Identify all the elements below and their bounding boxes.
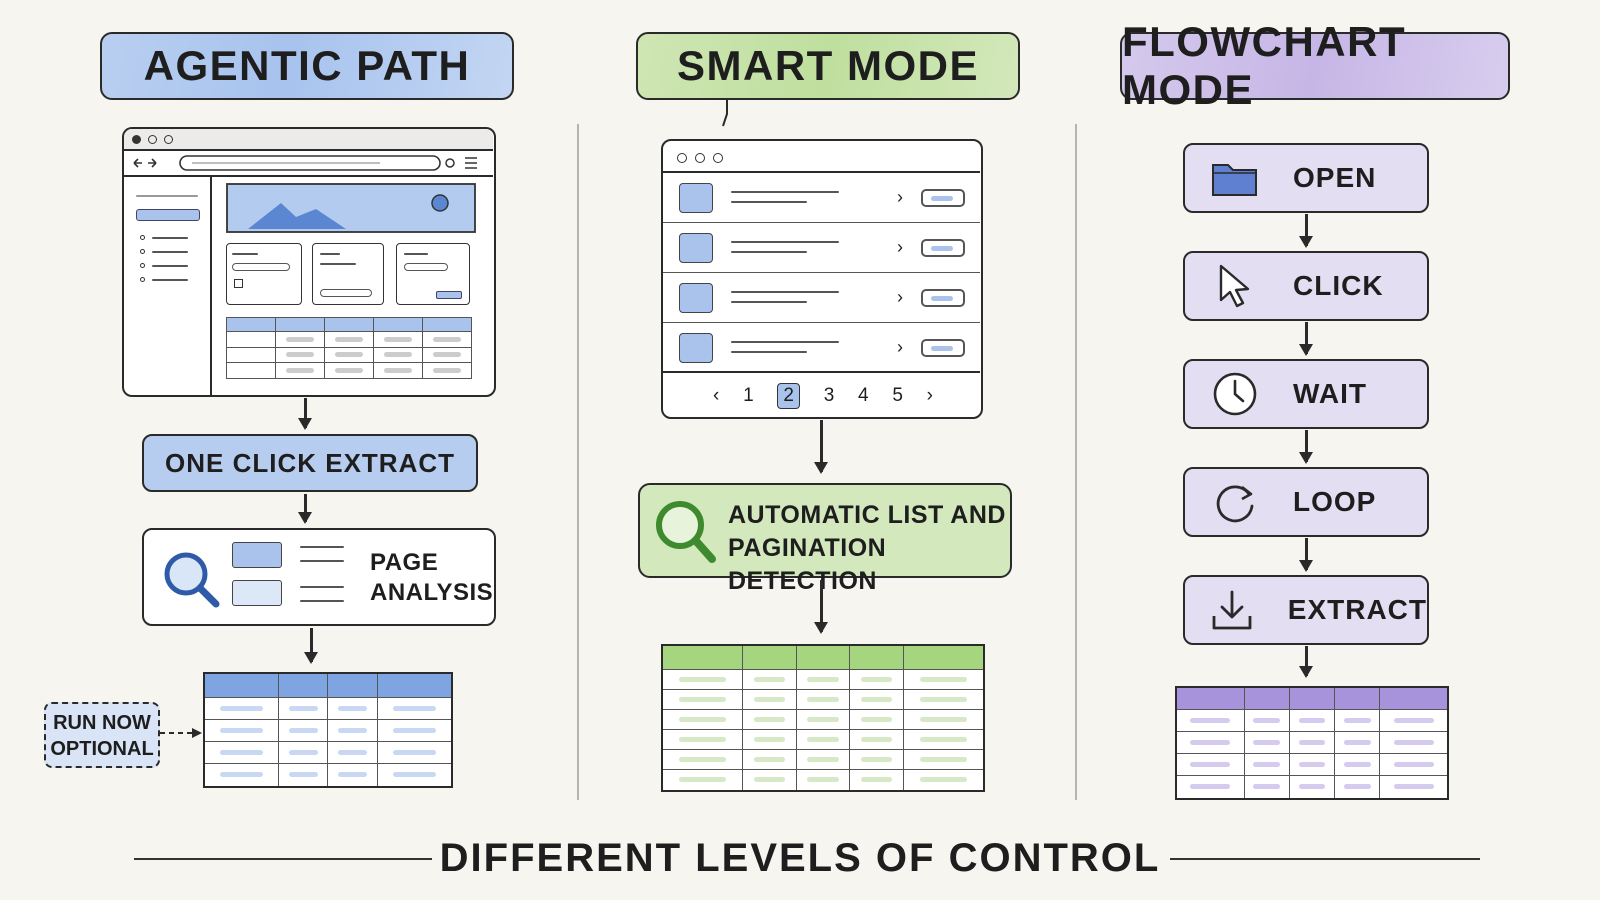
footer-rule-right (1170, 858, 1480, 860)
pagination-next-icon[interactable]: › (926, 385, 933, 406)
list-item: › (663, 173, 980, 223)
chevron-right-icon: › (897, 287, 903, 307)
chevron-right-icon: › (897, 187, 903, 207)
flow-step-label: EXTRACT (1287, 594, 1427, 625)
column-divider-left (577, 124, 579, 800)
list-item: › (663, 223, 980, 273)
chevron-right-icon: › (897, 337, 903, 357)
page-4[interactable]: 4 (858, 385, 869, 406)
page-5[interactable]: 5 (892, 385, 903, 406)
mini-data-table (226, 317, 472, 379)
flow-arrow (299, 398, 311, 430)
cursor-icon (1207, 262, 1263, 310)
flow-step-label: CLICK (1293, 270, 1384, 301)
clock-icon (1207, 370, 1263, 418)
window-dot-icon (148, 135, 157, 144)
one-click-extract-button[interactable]: ONE CLICK EXTRACT (142, 434, 478, 492)
list-item: › (663, 323, 980, 373)
page-3[interactable]: 3 (823, 385, 835, 406)
flow-arrow (1300, 646, 1312, 678)
smart-mode-title: SMART MODE (636, 32, 1020, 100)
magnifier-icon (164, 552, 220, 608)
column-divider-right (1075, 124, 1077, 800)
pagination: ‹ 1 2 3 4 5 › (713, 381, 933, 411)
run-now-optional-note[interactable]: RUN NOW OPTIONAL (44, 702, 160, 768)
flow-step-loop[interactable]: LOOP (1183, 467, 1429, 537)
flow-step-wait[interactable]: WAIT (1183, 359, 1429, 429)
flowchart-result-table (1175, 686, 1449, 800)
dashed-arrow (160, 728, 202, 738)
browser-titlebar (124, 129, 493, 151)
sketch-tick (722, 100, 728, 127)
list-item: › (663, 273, 980, 323)
flow-step-label: OPEN (1293, 162, 1377, 193)
footer-rule-left (134, 858, 432, 860)
flow-step-label: LOOP (1293, 486, 1377, 517)
flow-arrow (1300, 214, 1312, 248)
chevron-right-icon: › (897, 237, 903, 257)
flow-step-label: WAIT (1293, 378, 1367, 409)
browser-window-mockup (122, 127, 496, 397)
page-1[interactable]: 1 (743, 385, 754, 406)
list-page-mockup: › › › › ‹ 1 2 3 4 5 › (661, 139, 983, 419)
window-dot-icon (677, 153, 687, 163)
detection-label: AUTOMATIC LIST AND PAGINATION DETECTION (728, 501, 1006, 595)
flow-step-click[interactable]: CLICK (1183, 251, 1429, 321)
download-icon (1207, 586, 1258, 634)
loop-icon (1207, 478, 1263, 526)
page-analysis-card: PAGE ANALYSIS (142, 528, 496, 626)
flow-arrow (1300, 538, 1312, 572)
flow-step-open[interactable]: OPEN (1183, 143, 1429, 213)
agentic-result-table (203, 672, 453, 788)
window-dot-icon (695, 153, 705, 163)
pagination-prev-icon[interactable]: ‹ (713, 385, 720, 406)
folder-icon (1207, 157, 1263, 199)
flow-arrow (305, 628, 317, 664)
agentic-path-title: AGENTIC PATH (100, 32, 514, 100)
flow-step-extract[interactable]: EXTRACT (1183, 575, 1429, 645)
smart-result-table (661, 644, 985, 792)
magnifier-icon (656, 501, 716, 563)
page-2-current[interactable]: 2 (777, 383, 800, 409)
window-dot-icon (713, 153, 723, 163)
flow-arrow (815, 420, 827, 474)
browser-toolbar (133, 155, 477, 171)
footer-caption: DIFFERENT LEVELS OF CONTROL (439, 836, 1161, 880)
flow-arrow (815, 580, 827, 634)
window-dot-icon (164, 135, 173, 144)
flowchart-mode-title: FLOWCHART MODE (1120, 18, 1510, 113)
flow-arrow (299, 494, 311, 524)
window-dot-icon (132, 135, 141, 144)
page-analysis-label: PAGE ANALYSIS (370, 549, 494, 606)
hero-image-icon (226, 183, 476, 233)
list-pagination-detection-card: AUTOMATIC LIST AND PAGINATION DETECTION (638, 483, 1012, 595)
flow-arrow (1300, 322, 1312, 356)
flow-arrow (1300, 430, 1312, 464)
